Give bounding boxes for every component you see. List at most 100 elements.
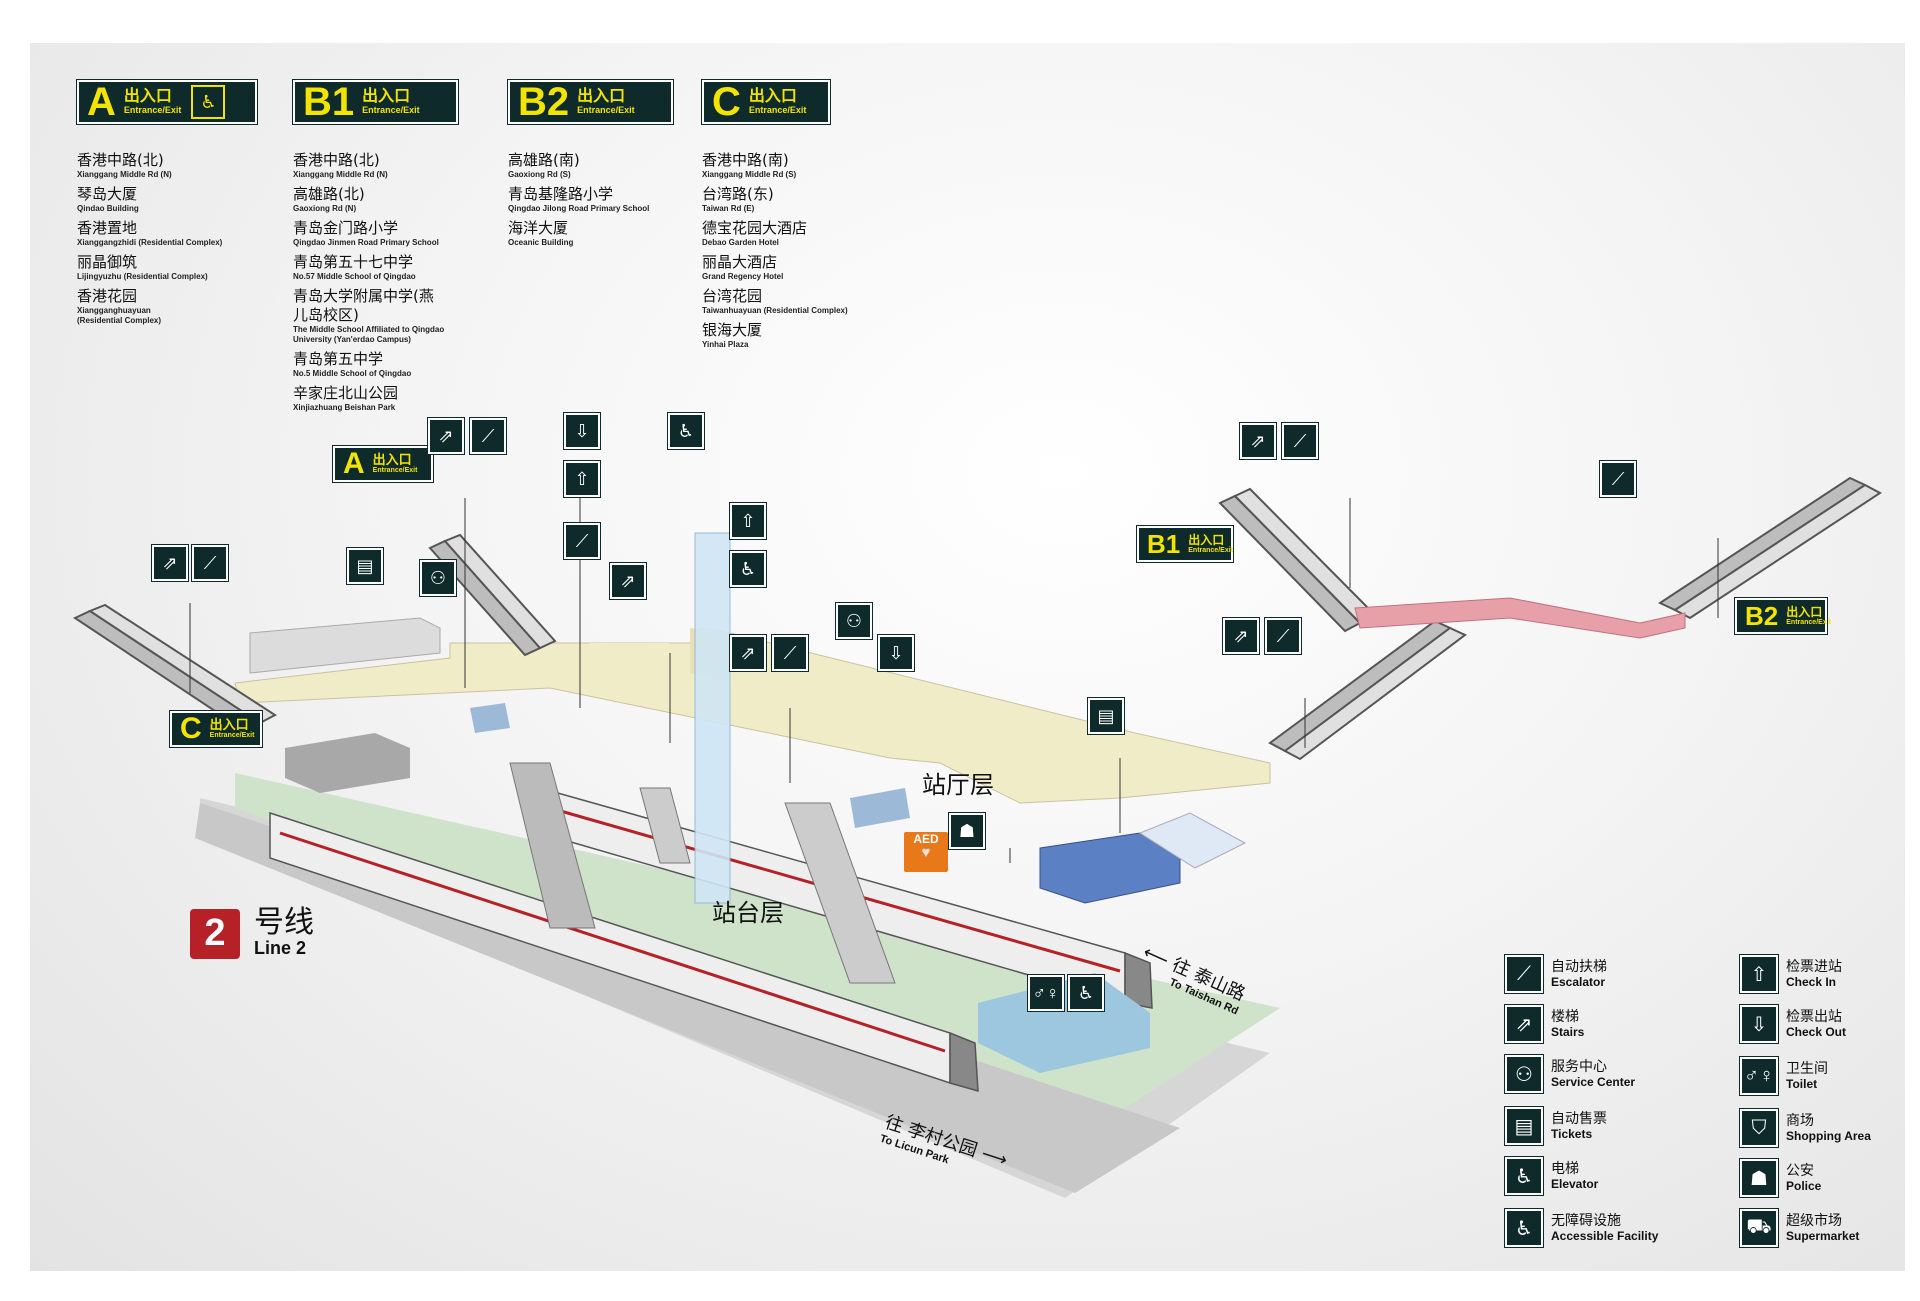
destination-cn: 台湾路(东) [702,185,774,203]
destination-cn: 琴岛大厦 [77,185,138,203]
legend-cn: 自动售票 [1551,1111,1607,1127]
destination-cn: 香港中路(南) [702,151,789,169]
destination-en: Lijingyuzhu (Residential Complex) [77,272,208,281]
exit-b1-escalator [1218,487,1377,633]
exit-c-escalator [72,603,277,733]
aed-sign: AED ♥ [904,832,948,872]
destination-en: Qindao Building [77,204,139,213]
legend-en: Accessible Facility [1551,1229,1659,1243]
destination-en: Xianggang Middle Rd (N) [77,170,172,179]
exit-en: Entrance/Exit [1786,618,1831,626]
destination-cn: 香港中路(北) [77,151,164,169]
legend-en: Check In [1786,975,1837,989]
check-in-icon: ⇧ [563,460,601,498]
exit-en: Entrance/Exit [362,104,420,115]
destination-en: Xianggang Middle Rd (N) [293,170,388,179]
station-map [72,476,1882,1198]
escalator-icon: ⟋ [1599,460,1637,498]
destination-en: Qingdao Jilong Road Primary School [508,204,650,213]
exit-cn: 出入口 [362,88,411,106]
stair-left [509,762,596,929]
exit-letter: B1 [1147,529,1181,559]
destination-cn: 青岛金门路小学 [293,219,399,237]
legend-cn: 卫生间 [1786,1061,1828,1077]
legend-en: Tickets [1551,1127,1593,1141]
legend-cn: 检票出站 [1786,1009,1842,1025]
destination-cn: 海洋大厦 [508,219,569,237]
legend-cn: 无障碍设施 [1551,1213,1621,1229]
exit-cn: 出入口 [577,88,626,106]
exit-letter: B1 [303,80,355,124]
exit-en: Entrance/Exit [209,732,255,740]
exit-a-escalator [428,533,557,657]
line-name-en: Line 2 [254,938,307,958]
exit-b1-destinations: 香港中路(北)Xianggang Middle Rd (N) 高雄路(北)Gao… [293,151,503,418]
destination-cn: 辛家庄北山公园 [293,384,399,402]
exit-letter: A [87,80,116,124]
check-in-icon: ⇧ [729,502,767,540]
underpass [1354,597,1686,639]
legend-en: Check Out [1786,1025,1847,1039]
legend-en: Police [1786,1179,1822,1193]
destination-en: Qingdao Jinmen Road Primary School [293,238,439,247]
escalator-icon: ⟋ [191,544,229,582]
escalator-icon: ⟋ [563,522,601,560]
tickets-icon: ▤ [1087,697,1125,735]
destination-en: Taiwanhuayuan (Residential Complex) [702,306,848,315]
platform-room [285,733,410,793]
elevator-icon: ♿ [191,85,226,119]
legend-cn: 检票进站 [1786,959,1842,975]
destination-cn: 高雄路(北) [293,185,365,203]
destination-cn: 丽晶大酒店 [702,253,778,271]
service-center-icon: ⚇ [419,559,457,597]
destination-en: Xianggang Middle Rd (S) [702,170,797,179]
line-number: 2 [190,908,240,959]
exit-en: Entrance/Exit [748,104,807,115]
destination-en: Yinhai Plaza [702,340,749,349]
exit-cn: 出入口 [748,88,797,106]
elevator-shaft [694,532,731,904]
escalator-icon: ⟋ [771,634,809,672]
legend-cn: 超级市场 [1786,1213,1842,1229]
check-out-icon: ⇩ [1739,1004,1779,1044]
legend-en: Toilet [1786,1077,1818,1091]
exit-en: Entrance/Exit [372,467,418,475]
shopping-icon: ⛉ [1739,1108,1779,1148]
elevator-icon: ♿ [1504,1156,1544,1196]
legend-en: Elevator [1551,1177,1599,1191]
destination-cn: 青岛基隆路小学 [508,185,614,203]
destination-cn: 香港花园 [77,287,138,305]
exit-cn: 出入口 [209,717,249,732]
escalator-icon: ⟋ [1264,617,1302,655]
stairs-icon: ⇗ [1239,422,1277,460]
destination-en: No.5 Middle School of Qingdao [293,369,412,378]
legend-en: Shopping Area [1786,1129,1871,1143]
stairs-icon: ⇗ [151,544,189,582]
legend-cn: 楼梯 [1551,1009,1579,1025]
legend-en: Escalator [1551,975,1606,989]
exit-letter: C [712,80,741,124]
train-lower [269,811,979,1093]
exit-cn: 出入口 [372,452,412,467]
stairs-icon: ⇗ [1222,617,1260,655]
line-name-cn: 号线 [254,905,314,940]
police-icon: ☗ [948,812,986,850]
concourse-label: 站厅层 [922,771,994,799]
escalator-icon: ⟋ [1281,422,1319,460]
toilet-block [978,973,1150,1073]
destination-cn: 青岛第五中学 [293,350,384,368]
destination-en: Gaoxiong Rd (S) [508,170,571,179]
destination-cn: 银海大厦 [702,321,763,339]
exit-en: Entrance/Exit [123,104,182,115]
